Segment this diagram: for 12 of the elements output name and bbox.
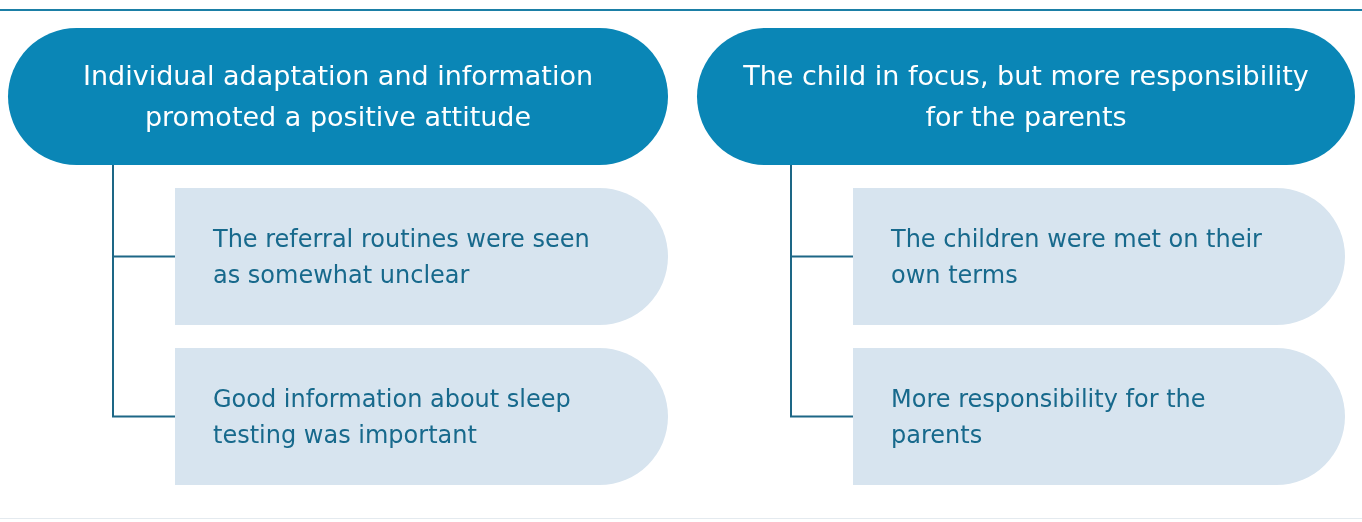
node-text: The children were met on their own terms: [891, 223, 1263, 291]
subtopic-box: [175, 348, 668, 485]
node-text: The referral routines were seen as somewhat unclear: [213, 223, 591, 291]
node-text: More responsibility for the parents: [891, 383, 1207, 451]
node-text: Individual adaptation and information promoted a positive attitude: [81, 59, 595, 134]
connector-line: [790, 164, 854, 418]
subtopic-box: [175, 188, 668, 325]
subtopic-box: [853, 188, 1345, 325]
subtopic-box: [853, 348, 1345, 485]
node-text: The child in focus, but more responsibility for the parents: [742, 59, 1310, 134]
connector-line: [112, 164, 176, 418]
node-text: Good information about sleep testing was important: [213, 383, 572, 451]
